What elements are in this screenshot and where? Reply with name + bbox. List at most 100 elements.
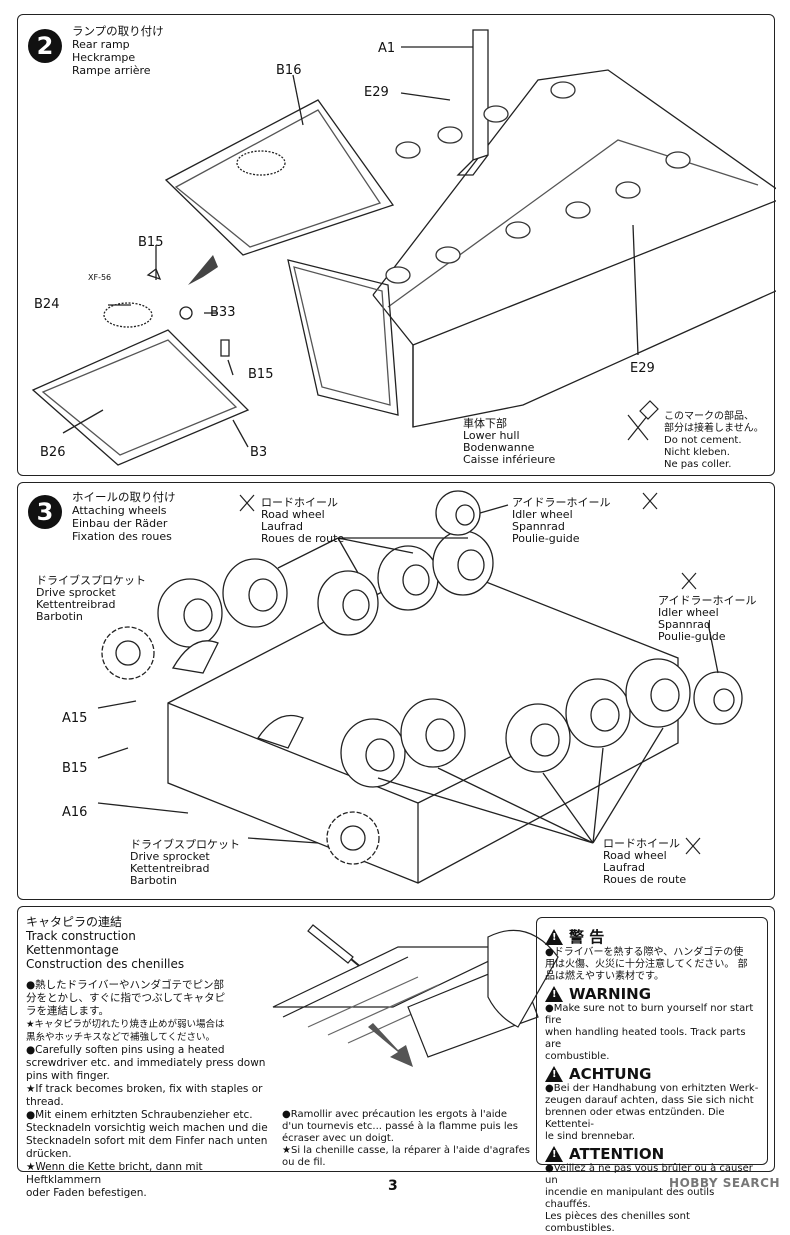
idler-top-jp: アイドラーホイール bbox=[512, 496, 611, 509]
part-label-b3: B3 bbox=[250, 445, 268, 460]
part-label-a15: A15 bbox=[62, 711, 88, 726]
part-label-b33: B33 bbox=[210, 305, 236, 320]
part-label-b15-step3: B15 bbox=[62, 761, 88, 776]
warning-en-text: ●Make sure not to burn yourself nor star… bbox=[545, 1003, 759, 1063]
warning-line: 用は火傷、火災に十分注意してください。 部 bbox=[545, 959, 748, 970]
track-line-fr: ●Ramollir avec précaution les ergots à l… bbox=[282, 1109, 508, 1120]
part-label-xf56: XF-56 bbox=[88, 273, 112, 282]
road-wheel-top-jp: ロードホイール bbox=[261, 496, 338, 509]
warning-line: ●Bei der Handhabung von erhitzten Werk- bbox=[545, 1083, 759, 1094]
step3-title: ホイールの取り付け Attaching wheels Einbau der Rä… bbox=[72, 490, 176, 544]
sprocket-left-fr: Barbotin bbox=[36, 610, 83, 623]
track-line-fr: d'un tournevis etc... passé à la flamme … bbox=[282, 1121, 518, 1132]
road-wheel-top-de: Laufrad bbox=[261, 520, 303, 533]
track-line: Stecknadeln vorsichtig weich machen und … bbox=[26, 1122, 268, 1134]
warning-triangle-icon bbox=[545, 928, 563, 945]
sprocket-bottom-fr: Barbotin bbox=[130, 874, 177, 887]
road-wheel-top-en: Road wheel bbox=[261, 508, 325, 521]
watermark-text: HOBBY SEARCH bbox=[669, 1176, 780, 1190]
track-title-jp: キャタピラの連結 bbox=[26, 915, 123, 929]
do-not-cement-jp1: このマークの部品、 bbox=[664, 411, 754, 422]
step3-panel: 3 ホイールの取り付け Attaching wheels Einbau der … bbox=[17, 482, 775, 900]
lower-hull-label-de: Bodenwanne bbox=[463, 441, 535, 454]
idler-right-jp: アイドラーホイール bbox=[658, 594, 757, 607]
idler-top-fr: Poulie-guide bbox=[512, 532, 580, 545]
step2-title-de: Heckrampe bbox=[72, 51, 136, 64]
warning-en: WARNING ●Make sure not to burn yourself … bbox=[545, 985, 759, 1063]
track-line-fr: écraser avec un doigt. bbox=[282, 1133, 394, 1144]
do-not-cement-jp2: 部分は接着しません。 bbox=[664, 423, 764, 434]
step3-title-en: Attaching wheels bbox=[72, 504, 167, 517]
part-label-b15-a: B15 bbox=[138, 235, 164, 250]
warning-line: ●Make sure not to burn yourself nor star… bbox=[545, 1003, 754, 1026]
lower-hull-label: 車体下部 Lower hull Bodenwanne Caisse inféri… bbox=[463, 418, 555, 466]
sprocket-left-label: ドライブスプロケット Drive sprocket Kettentreibrad… bbox=[36, 575, 146, 623]
step3-title-fr: Fixation des roues bbox=[72, 530, 172, 543]
step2-title-jp: ランプの取り付け bbox=[72, 24, 164, 38]
road-wheel-bottom-label: ロードホイール Road wheel Laufrad Roues de rout… bbox=[603, 838, 686, 886]
part-label-b16: B16 bbox=[276, 63, 302, 78]
warning-line: brennen oder etwas entzünden. Die Ketten… bbox=[545, 1107, 725, 1130]
road-wheel-bottom-de: Laufrad bbox=[603, 861, 645, 874]
warning-line: ●Veillez à ne pas vous brûler ou à cause… bbox=[545, 1163, 753, 1186]
idler-right-label: アイドラーホイール Idler wheel Spannrad Poulie-gu… bbox=[658, 595, 756, 643]
sprocket-bottom-en: Drive sprocket bbox=[130, 850, 210, 863]
part-label-b24: B24 bbox=[34, 297, 60, 312]
warning-fr-text: ●Veillez à ne pas vous brûler ou à cause… bbox=[545, 1163, 759, 1235]
track-instructions-col2: ●Ramollir avec précaution les ergots à l… bbox=[282, 1109, 532, 1169]
track-line: ★キャタピラが切れたり焼き止めが弱い場合は bbox=[26, 1019, 225, 1030]
do-not-cement-fr: Ne pas coller. bbox=[664, 459, 732, 470]
track-line: ●熱したドライバーやハンダゴテでピン部 bbox=[26, 979, 224, 991]
warning-jp-head: 警 告 bbox=[569, 928, 605, 946]
step2-number: 2 bbox=[28, 29, 62, 63]
warning-triangle-icon bbox=[545, 1066, 563, 1082]
track-line: screwdriver etc. and immediately press d… bbox=[26, 1057, 266, 1069]
warning-line: 品は燃えやすい素材です。 bbox=[545, 971, 664, 982]
sprocket-bottom-jp: ドライブスプロケット bbox=[130, 838, 240, 851]
warning-triangle-icon bbox=[545, 986, 563, 1002]
track-instructions-col1: ●熱したドライバーやハンダゴテでピン部 分をとかし、すぐに指でつぶしてキャタピ … bbox=[26, 979, 278, 1200]
warning-jp-text: ●ドライバーを熱する際や、ハンダゴテの使 用は火傷、火災に十分注意してください。… bbox=[545, 947, 759, 983]
warning-fr-head: ATTENTION bbox=[569, 1145, 665, 1163]
track-title-de: Kettenmontage bbox=[26, 943, 119, 957]
track-line: Stecknadeln sofort mit dem Finfer nach u… bbox=[26, 1135, 268, 1147]
warning-line: ●ドライバーを熱する際や、ハンダゴテの使 bbox=[545, 947, 744, 958]
lower-hull-label-jp: 車体下部 bbox=[463, 417, 507, 430]
step3-number: 3 bbox=[28, 495, 62, 529]
idler-right-fr: Poulie-guide bbox=[658, 630, 726, 643]
step2-title: ランプの取り付け Rear ramp Heckrampe Rampe arriè… bbox=[72, 24, 164, 78]
page-number: 3 bbox=[388, 1178, 398, 1194]
warning-line: incendie en manipulant des outils chauff… bbox=[545, 1187, 715, 1210]
track-line: thread. bbox=[26, 1096, 64, 1108]
track-line-fr: ou de fil. bbox=[282, 1157, 326, 1168]
road-wheel-bottom-fr: Roues de route bbox=[603, 873, 687, 886]
track-title-en: Track construction bbox=[26, 929, 136, 943]
step3-title-jp: ホイールの取り付け bbox=[72, 490, 176, 504]
do-not-cement-en: Do not cement. bbox=[664, 435, 742, 446]
idler-right-en: Idler wheel bbox=[658, 606, 719, 619]
track-line: drücken. bbox=[26, 1148, 72, 1160]
road-wheel-top-label: ロードホイール Road wheel Laufrad Roues de rout… bbox=[261, 497, 344, 545]
warning-en-head: WARNING bbox=[569, 985, 652, 1003]
part-label-a16: A16 bbox=[62, 805, 88, 820]
track-panel: キャタピラの連結 Track construction Kettenmontag… bbox=[17, 906, 775, 1234]
lower-hull-label-en: Lower hull bbox=[463, 429, 520, 442]
part-label-a1: A1 bbox=[378, 41, 396, 56]
track-title: キャタピラの連結 Track construction Kettenmontag… bbox=[26, 915, 184, 971]
track-line: ラを連結します。 bbox=[26, 1005, 109, 1017]
step2-title-fr: Rampe arrière bbox=[72, 64, 151, 77]
part-label-b15-b: B15 bbox=[248, 367, 274, 382]
warning-box: 警 告 ●ドライバーを熱する際や、ハンダゴテの使 用は火傷、火災に十分注意してく… bbox=[536, 917, 768, 1234]
idler-top-de: Spannrad bbox=[512, 520, 565, 533]
track-line: 分をとかし、すぐに指でつぶしてキャタピ bbox=[26, 992, 226, 1004]
warning-de: ACHTUNG ●Bei der Handhabung von erhitzte… bbox=[545, 1065, 759, 1143]
track-line: ●Mit einem erhitzten Schraubenzieher etc… bbox=[26, 1109, 253, 1121]
step2-illustration bbox=[31, 29, 776, 466]
warning-line: le sind brennebar. bbox=[545, 1131, 636, 1142]
part-label-e29-bottom: E29 bbox=[630, 361, 655, 376]
sprocket-left-jp: ドライブスプロケット bbox=[36, 574, 146, 587]
sprocket-left-en: Drive sprocket bbox=[36, 586, 116, 599]
road-wheel-top-fr: Roues de route bbox=[261, 532, 345, 545]
idler-right-de: Spannrad bbox=[658, 618, 711, 631]
idler-top-en: Idler wheel bbox=[512, 508, 573, 521]
